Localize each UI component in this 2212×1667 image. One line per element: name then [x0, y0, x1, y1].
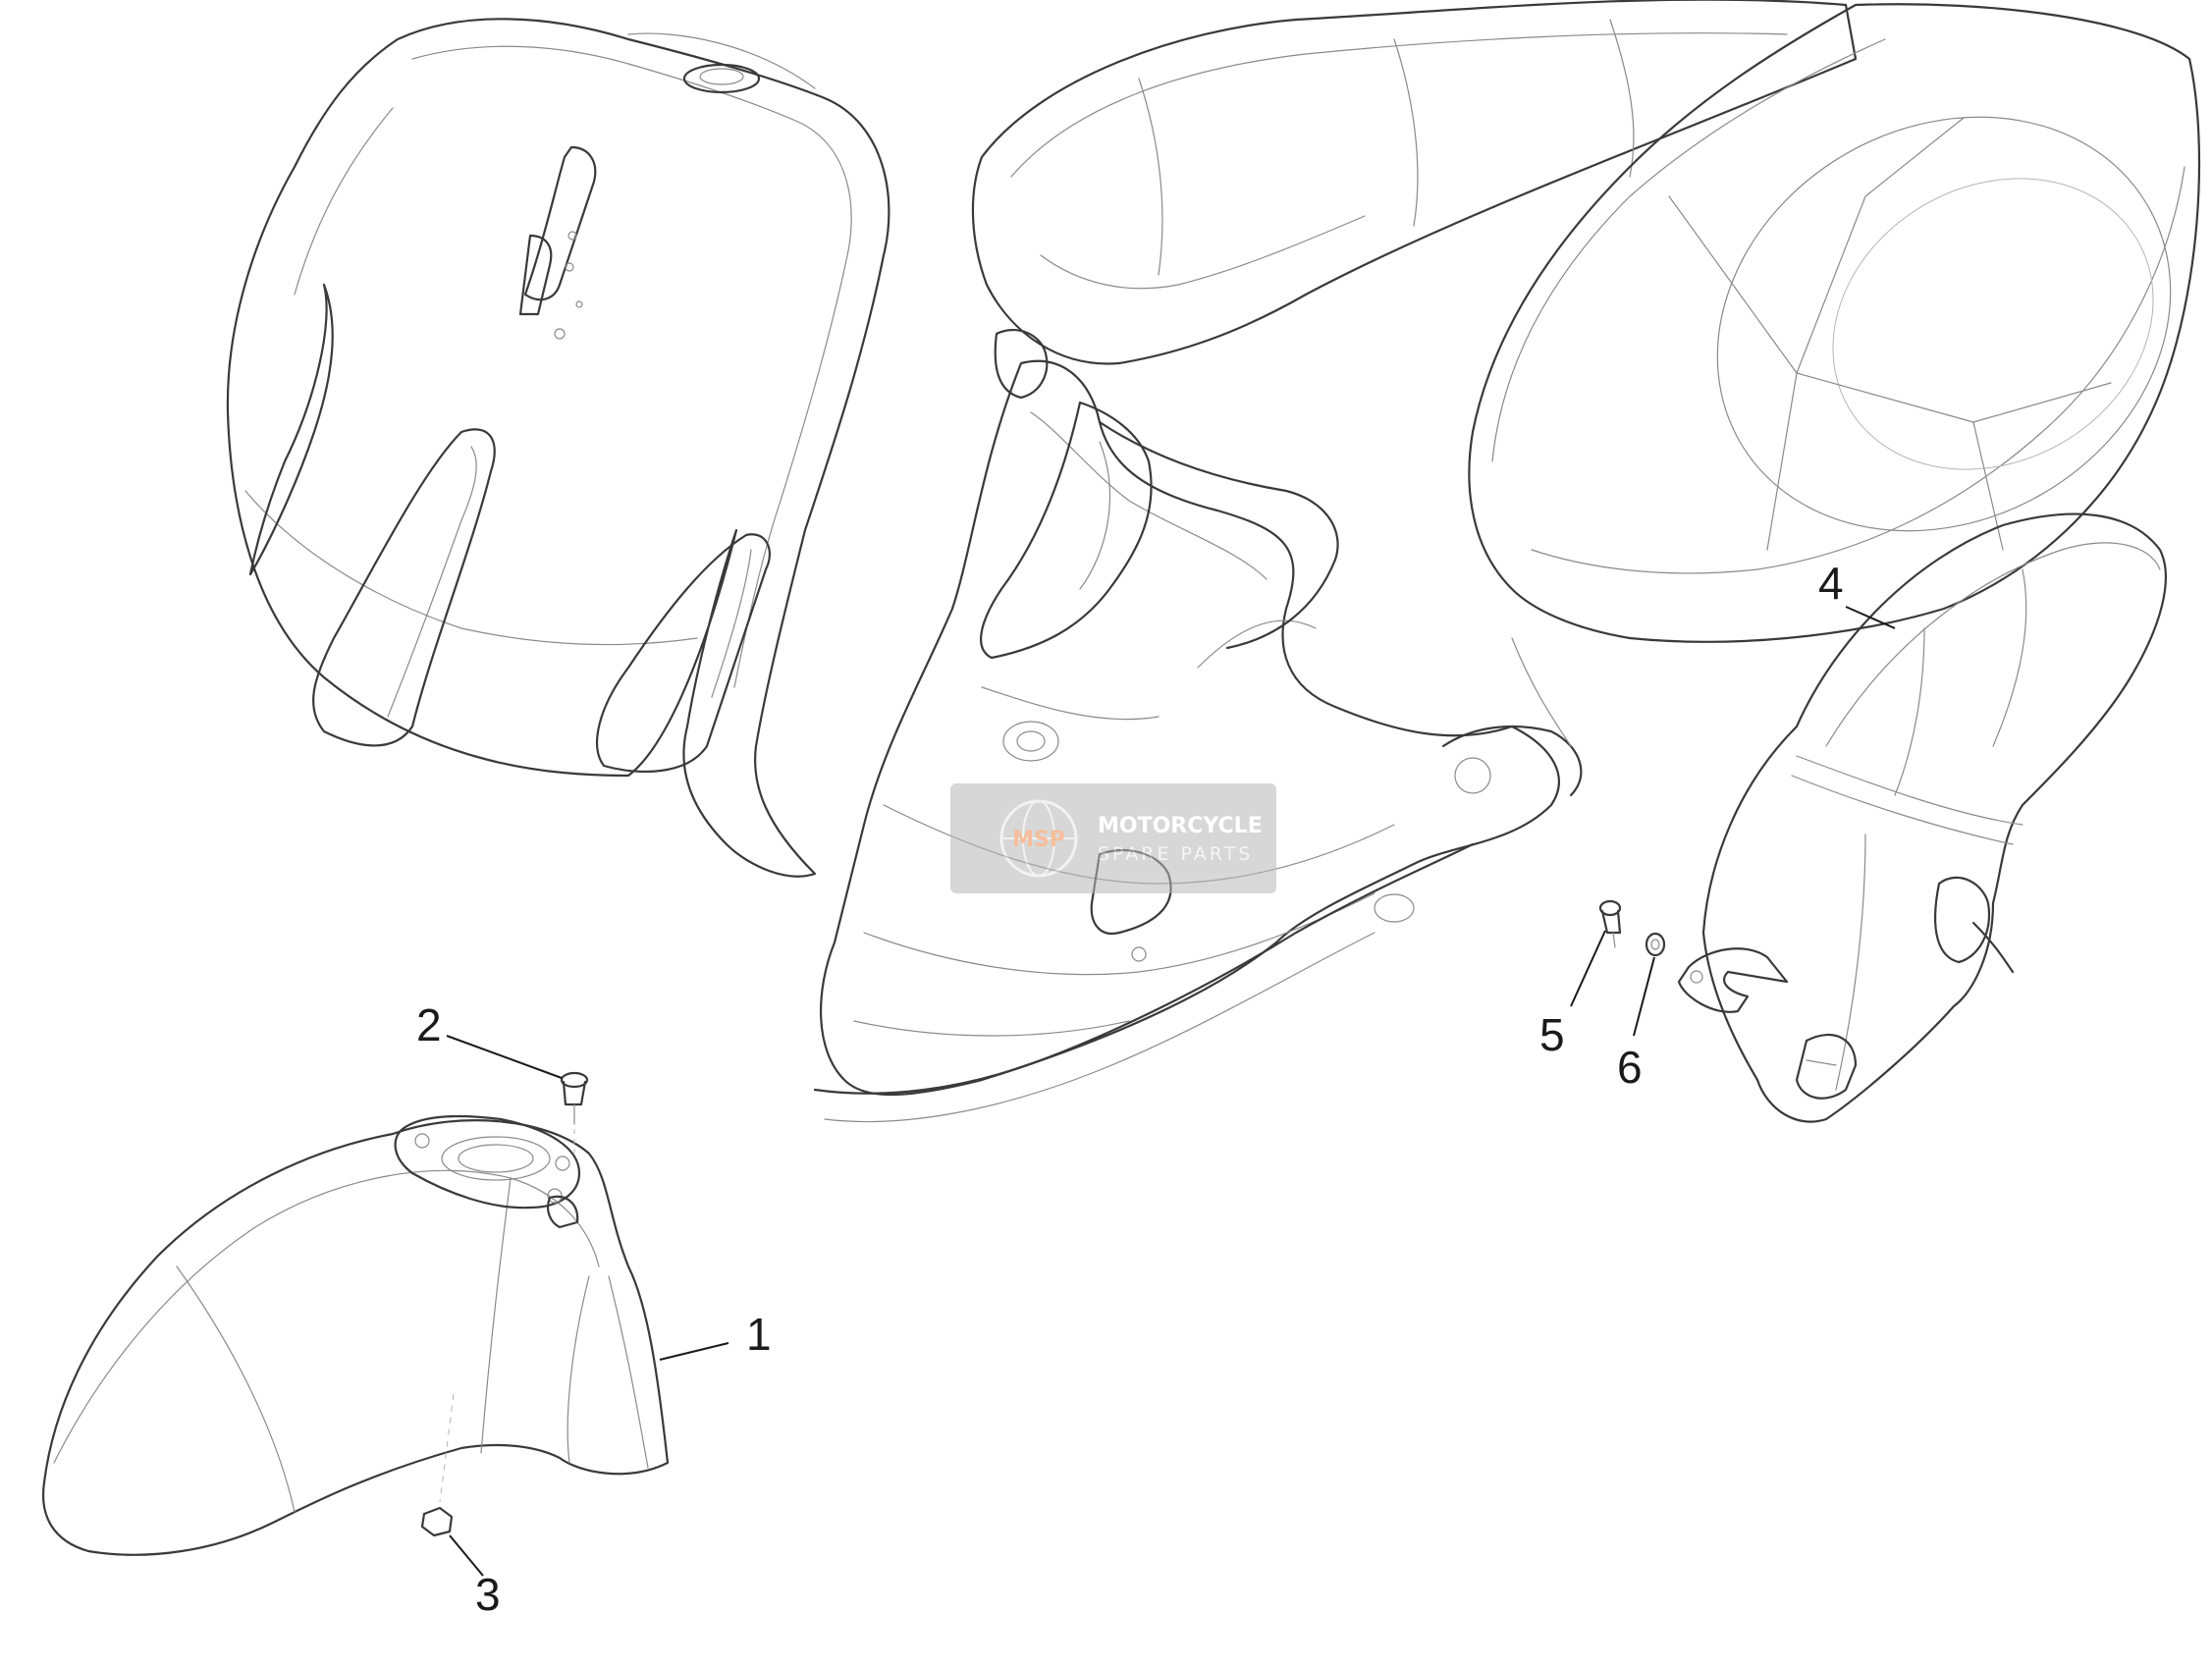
callout-3: 3 [475, 1569, 501, 1620]
floorboard-tunnel [813, 359, 1583, 1123]
watermark-brand-line1: MOTORCYCLE [1098, 814, 1263, 838]
leader-line-3 [449, 1534, 484, 1577]
callout-5: 5 [1539, 1009, 1565, 1060]
scooter-body-frame [226, 18, 890, 878]
callout-2: 2 [416, 999, 442, 1050]
leader-line-4 [1845, 606, 1896, 629]
rear-mudguard [1677, 512, 2167, 1123]
callout-labels: 1 2 3 4 5 6 [416, 558, 1844, 1620]
leader-lines [446, 606, 1896, 1577]
fender-nut [420, 1393, 455, 1537]
leader-line-6 [1633, 956, 1655, 1037]
callout-1: 1 [746, 1309, 772, 1360]
leader-line-5 [1570, 930, 1606, 1007]
watermark: MSP MOTORCYCLE SPARE PARTS [950, 783, 1276, 893]
callout-4: 4 [1818, 558, 1844, 609]
callout-6: 6 [1617, 1042, 1643, 1093]
mudguard-screw [1598, 899, 1622, 948]
front-fender [42, 1114, 670, 1556]
watermark-logo-text: MSP [1012, 828, 1065, 852]
watermark-background [950, 783, 1276, 893]
fender-screw [560, 1071, 589, 1154]
leader-line-2 [446, 1035, 563, 1079]
watermark-brand-line2: SPARE PARTS [1098, 843, 1253, 865]
seat-rear-body [971, 0, 2201, 660]
mudguard-washer [1645, 932, 1666, 957]
leader-line-1 [659, 1342, 729, 1361]
